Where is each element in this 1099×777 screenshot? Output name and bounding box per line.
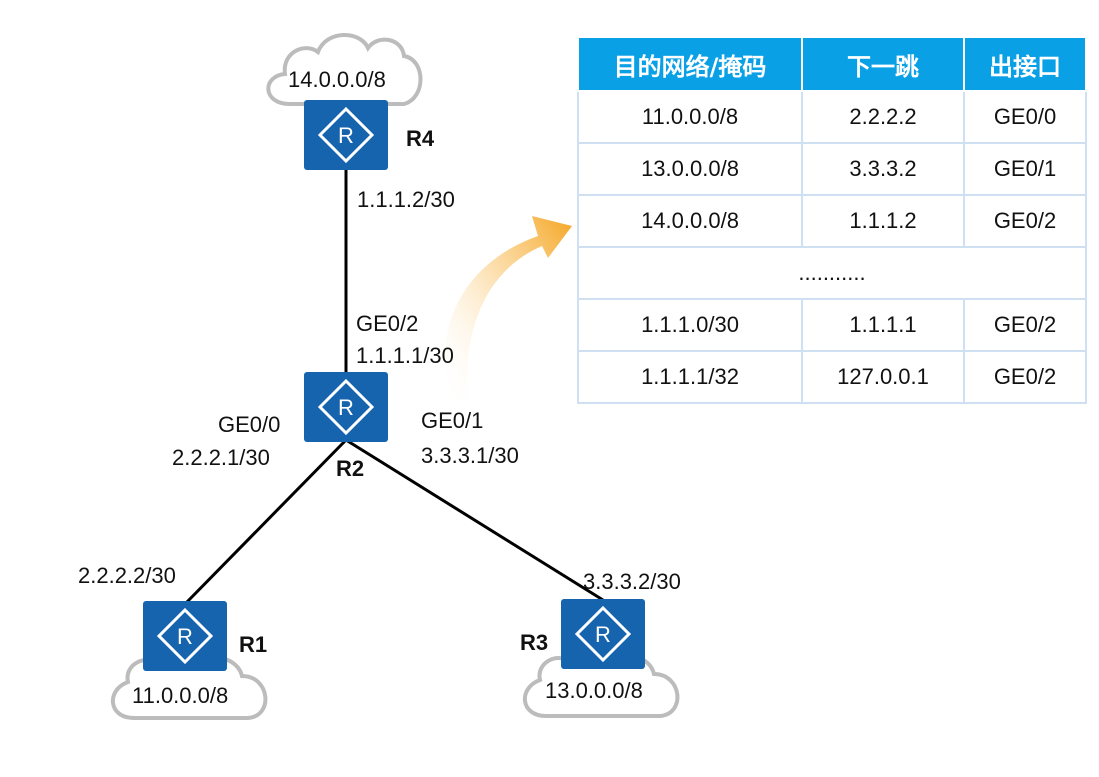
- curved-arrow-icon: [444, 216, 572, 400]
- svg-text:R: R: [177, 624, 193, 649]
- cell-next-hop: 1.1.1.2: [801, 194, 965, 248]
- cell-interface: GE0/0: [963, 90, 1087, 144]
- r3-link-ip-label: 3.3.3.2/30: [583, 569, 681, 594]
- ellipsis-cell: ...........: [577, 246, 1087, 300]
- router-r1: R: [143, 601, 227, 671]
- router-r3-name: R3: [520, 630, 549, 655]
- cell-destination: 13.0.0.0/8: [577, 142, 803, 196]
- link-r2-r1: [183, 438, 348, 606]
- router-icon: R: [574, 605, 632, 663]
- router-icon: R: [317, 378, 375, 436]
- cell-next-hop: 127.0.0.1: [801, 350, 965, 404]
- r2-ge00-label: GE0/0: [218, 412, 281, 437]
- r2-ge01-label: GE0/1: [421, 408, 484, 433]
- r2-ge00-ip-label: 2.2.2.1/30: [172, 445, 270, 470]
- cell-next-hop: 3.3.3.2: [801, 142, 965, 196]
- table-row: 13.0.0.0/8 3.3.3.2 GE0/1: [577, 142, 1087, 196]
- cell-interface: GE0/2: [963, 350, 1087, 404]
- router-r3: R: [561, 599, 645, 669]
- cell-interface: GE0/1: [963, 142, 1087, 196]
- cell-destination: 14.0.0.0/8: [577, 194, 803, 248]
- cell-next-hop: 1.1.1.1: [801, 298, 965, 352]
- routing-table: 目的网络/掩码 下一跳 出接口 11.0.0.0/8 2.2.2.2 GE0/0…: [577, 36, 1087, 404]
- cloud-icon: [266, 33, 423, 106]
- r4-link-ip-label: 1.1.1.2/30: [357, 187, 455, 212]
- svg-text:R: R: [595, 622, 611, 647]
- cell-interface: GE0/2: [963, 298, 1087, 352]
- header-next-hop: 下一跳: [801, 36, 965, 92]
- r2-ge01-ip-label: 3.3.3.1/30: [421, 443, 519, 468]
- r2-ge02-ip-label: 1.1.1.1/30: [356, 343, 454, 368]
- r1-link-ip-label: 2.2.2.2/30: [78, 563, 176, 588]
- table-row: 1.1.1.0/30 1.1.1.1 GE0/2: [577, 298, 1087, 352]
- router-icon: R: [317, 106, 375, 164]
- link-r2-r3: [345, 438, 604, 602]
- table-row: 11.0.0.0/8 2.2.2.2 GE0/0: [577, 90, 1087, 144]
- header-destination: 目的网络/掩码: [577, 36, 803, 92]
- router-icon: R: [156, 607, 214, 665]
- r1-network-label: 11.0.0.0/8: [132, 683, 229, 708]
- routing-table-header: 目的网络/掩码 下一跳 出接口: [577, 36, 1087, 92]
- table-row-ellipsis: ...........: [577, 246, 1087, 300]
- router-r4: R: [304, 100, 388, 170]
- cell-next-hop: 2.2.2.2: [801, 90, 965, 144]
- table-row: 1.1.1.1/32 127.0.0.1 GE0/2: [577, 350, 1087, 404]
- table-row: 14.0.0.0/8 1.1.1.2 GE0/2: [577, 194, 1087, 248]
- svg-text:R: R: [338, 395, 354, 420]
- cell-destination: 1.1.1.0/30: [577, 298, 803, 352]
- svg-text:R: R: [338, 123, 354, 148]
- cell-interface: GE0/2: [963, 194, 1087, 248]
- r2-ge02-label: GE0/2: [356, 311, 419, 336]
- router-r2: R: [304, 372, 388, 442]
- cell-destination: 11.0.0.0/8: [577, 90, 803, 144]
- cell-destination: 1.1.1.1/32: [577, 350, 803, 404]
- r3-network-label: 13.0.0.0/8: [545, 678, 643, 703]
- router-r2-name: R2: [336, 456, 365, 481]
- header-interface: 出接口: [963, 36, 1087, 92]
- r4-network-label: 14.0.0.0/8: [288, 67, 386, 92]
- router-r4-name: R4: [406, 126, 435, 151]
- router-r1-name: R1: [239, 632, 268, 657]
